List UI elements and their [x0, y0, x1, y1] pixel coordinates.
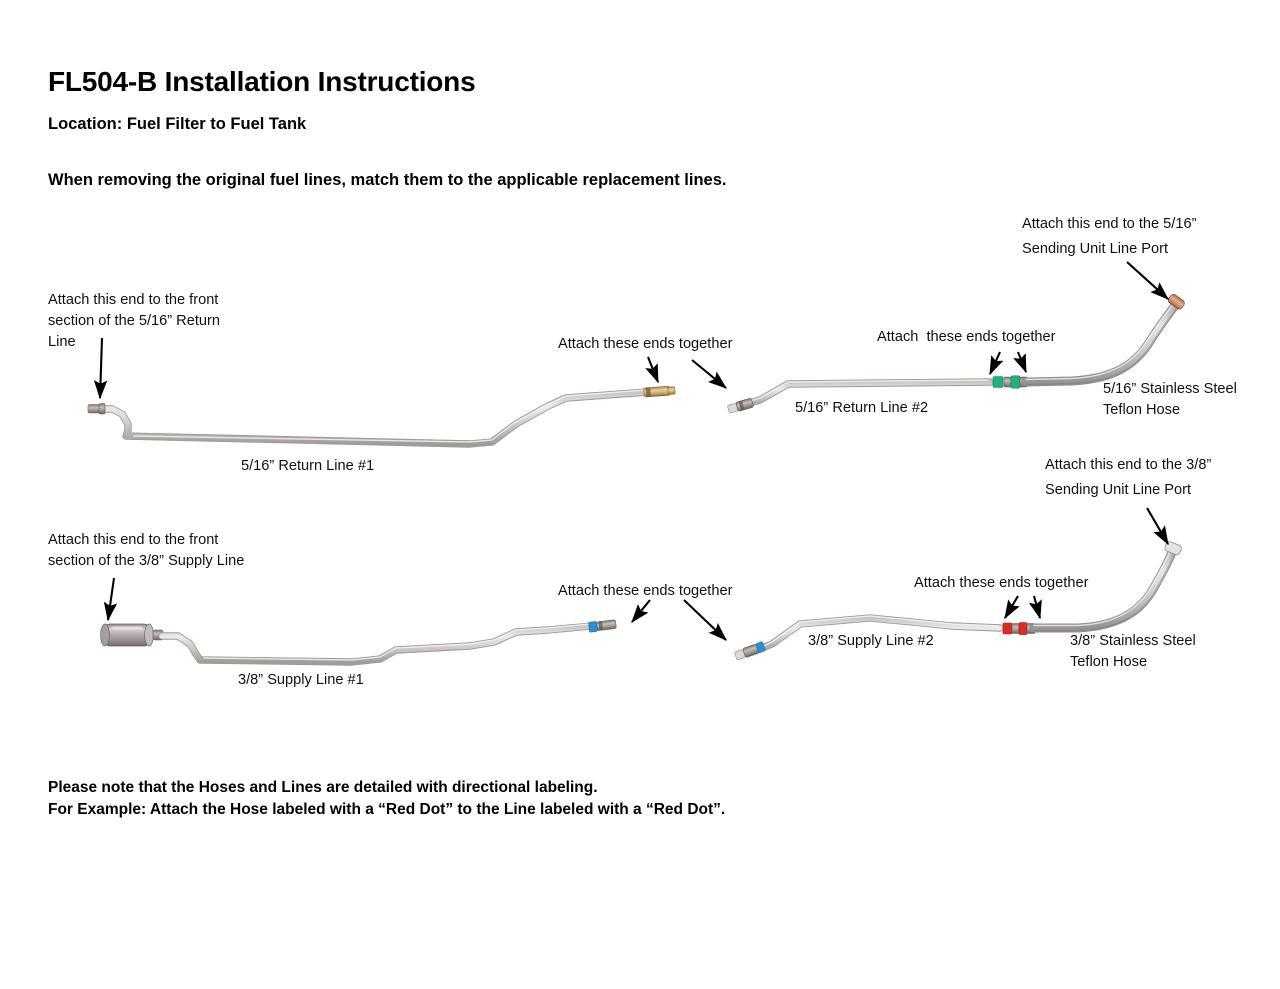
label-supply-line-1: 3/8” Supply Line #1 — [238, 672, 364, 688]
part-return-line-1 — [87, 385, 676, 448]
blue-dot-marker-line-2 — [755, 641, 766, 653]
annotation-supply-front-line2: section of the 3/8” Supply Line — [48, 553, 245, 569]
return-line-1-front-fitting — [87, 404, 102, 414]
annotation-supply-front-line1: Attach this end to the front — [48, 532, 219, 548]
arrow-return-sending-unit — [1126, 261, 1169, 300]
location-subtitle: Location: Fuel Filter to Fuel Tank — [48, 115, 307, 133]
fuel-filter-outlet-fitting — [152, 629, 164, 641]
arrow-supply-join-left-a — [631, 599, 651, 623]
green-dot-marker-line — [992, 376, 1004, 388]
arrow-return-front-section — [93, 337, 108, 400]
return-hose-sending-end — [1167, 294, 1185, 310]
annotation-supply-sending-line2: Sending Unit Line Port — [1045, 482, 1192, 498]
label-supply-hose-line2: Teflon Hose — [1070, 654, 1148, 670]
return-line-2-end-fitting — [727, 398, 754, 414]
arrow-supply-join-left-b — [683, 599, 727, 641]
arrow-supply-sending-unit — [1146, 507, 1169, 546]
arrow-supply-front-section — [103, 577, 118, 622]
arrow-return-join-left-b — [691, 359, 727, 389]
supply-hose-sending-end — [1164, 541, 1182, 556]
annotation-supply-join-left: Attach these ends together — [558, 583, 733, 599]
annotation-return-front-line1: Attach this end to the front — [48, 292, 219, 308]
return-line-1-brass-fitting — [643, 385, 676, 398]
part-supply-line-1 — [158, 619, 617, 666]
arrow-return-join-left-a — [645, 356, 659, 384]
supply-red-dot-coupling — [1002, 622, 1036, 635]
annotation-return-join-left: Attach these ends together — [558, 336, 733, 352]
annotation-return-sending-line1: Attach this end to the 5/16” — [1022, 216, 1197, 232]
page-title: FL504-B Installation Instructions — [48, 66, 476, 97]
red-dot-marker-line — [1002, 622, 1013, 635]
label-return-line-1: 5/16” Return Line #1 — [241, 458, 375, 474]
arrow-supply-join-right-a — [1004, 595, 1020, 620]
arrow-return-join-right-a — [989, 351, 1004, 376]
supply-line-2-blue-dot-fitting — [734, 641, 766, 661]
blue-dot-marker-line-1 — [588, 621, 598, 633]
green-dot-marker-hose — [1010, 375, 1021, 389]
annotation-return-front-line2: section of the 5/16” Return — [48, 313, 220, 329]
annotation-return-join-right: Attach these ends together — [877, 329, 1056, 345]
red-dot-marker-hose — [1018, 622, 1028, 635]
annotation-return-sending-line2: Sending Unit Line Port — [1022, 241, 1169, 257]
annotation-supply-join-right: Attach these ends together — [914, 575, 1089, 591]
return-green-dot-coupling — [992, 375, 1028, 389]
annotation-return-front-line3: Line — [48, 334, 76, 350]
arrow-supply-join-right-b — [1028, 595, 1042, 620]
arrow-return-join-right-b — [1013, 351, 1027, 374]
fuel-filter-canister — [100, 623, 164, 647]
instruction-text: When removing the original fuel lines, m… — [48, 171, 727, 189]
annotation-supply-sending-line1: Attach this end to the 3/8” — [1045, 457, 1212, 473]
label-return-hose-line2: Teflon Hose — [1103, 402, 1181, 418]
label-supply-line-2: 3/8” Supply Line #2 — [808, 633, 934, 649]
label-return-hose-line1: 5/16” Stainless Steel — [1103, 381, 1237, 397]
note-red-dot-example: For Example: Attach the Hose labeled wit… — [48, 801, 726, 818]
label-return-line-2: 5/16” Return Line #2 — [795, 400, 929, 416]
note-directional-labeling: Please note that the Hoses and Lines are… — [48, 779, 598, 796]
supply-line-1-blue-dot-fitting — [588, 619, 617, 633]
label-supply-hose-line1: 3/8” Stainless Steel — [1070, 633, 1196, 649]
